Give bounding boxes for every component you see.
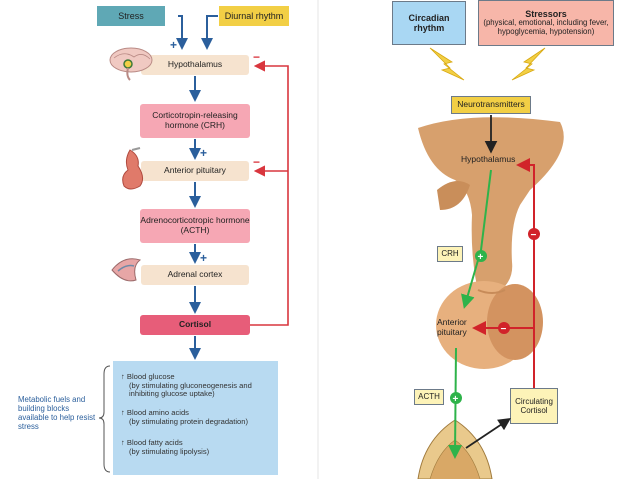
effect-detail: (by stimulating protein degradation) bbox=[129, 416, 249, 426]
anterior-pituitary-label: Anterior pituitary bbox=[164, 165, 226, 176]
lightning-bolt-icon bbox=[511, 47, 546, 81]
minus-sign: − bbox=[501, 324, 507, 335]
circulating-cortisol-label: Circulating Cortisol bbox=[515, 396, 553, 415]
circulating-cortisol-box: Circulating Cortisol bbox=[510, 388, 558, 424]
plus-sign: + bbox=[453, 394, 459, 405]
stress-label: Stress bbox=[118, 10, 144, 21]
plus-sign: + bbox=[200, 146, 207, 160]
acth-label: Adrenocorticotropic hormone (ACTH) bbox=[140, 215, 250, 235]
acth-box: Adrenocorticotropic hormone (ACTH) bbox=[140, 209, 250, 243]
effect-item: ↑ Blood glucose (by stimulating gluconeo… bbox=[121, 372, 273, 399]
effects-brace bbox=[98, 365, 111, 473]
effect-item: ↑ Blood amino acids (by stimulating prot… bbox=[121, 408, 273, 426]
effect-title: ↑ Blood amino acids bbox=[121, 408, 189, 417]
effect-title: ↑ Blood glucose bbox=[121, 372, 175, 381]
stressors-title: Stressors bbox=[525, 8, 567, 19]
lightning-bolt-icon bbox=[429, 47, 465, 81]
neurotransmitters-label: Neurotransmitters bbox=[457, 99, 525, 110]
minus-sign: − bbox=[253, 155, 260, 169]
minus-sign: − bbox=[531, 230, 537, 241]
feedback-line bbox=[250, 60, 289, 326]
effect-detail: (by stimulating lipolysis) bbox=[129, 446, 210, 456]
adrenal-cortex-box: Adrenal cortex bbox=[141, 265, 249, 285]
hypothalamus-box: Hypothalamus bbox=[141, 55, 249, 75]
minus-sign: − bbox=[253, 50, 260, 64]
circadian-rhythm-box: Circadian rhythm bbox=[392, 1, 466, 45]
effect-title: ↑ Blood fatty acids bbox=[121, 438, 183, 447]
right-acth-label: ACTH bbox=[418, 392, 440, 402]
right-crh-label: CRH bbox=[441, 249, 459, 259]
anterior-pituitary-box: Anterior pituitary bbox=[141, 161, 249, 181]
stressors-box: Stressors (physical, emotional, includin… bbox=[478, 0, 614, 46]
right-feedback-line bbox=[516, 158, 535, 388]
adrenal-cortex-label: Adrenal cortex bbox=[167, 269, 223, 280]
hypothalamus-label: Hypothalamus bbox=[167, 59, 223, 70]
minus-circle-icon bbox=[528, 228, 540, 240]
brain-icon bbox=[109, 47, 153, 81]
diurnal-arrow bbox=[201, 15, 218, 50]
plus-sign: + bbox=[200, 251, 207, 265]
plus-circle-icon bbox=[475, 250, 487, 262]
adrenal-icon bbox=[111, 258, 142, 282]
effects-panel: ↑ Blood glucose (by stimulating gluconeo… bbox=[113, 361, 278, 475]
plus-sign: + bbox=[478, 252, 484, 263]
circadian-rhythm-label: Circadian rhythm bbox=[408, 12, 450, 33]
diurnal-rhythm-box: Diurnal rhythm bbox=[219, 6, 289, 26]
crh-label-box: CRH bbox=[437, 246, 463, 262]
cortisol-release-arrow bbox=[465, 418, 511, 449]
crh-box: Corticotropin-releasing hormone (CRH) bbox=[140, 104, 250, 138]
right-hypothalamus-label: Hypothalamus bbox=[461, 154, 515, 164]
effect-item: ↑ Blood fatty acids (by stimulating lipo… bbox=[121, 438, 273, 456]
cortisol-box: Cortisol bbox=[140, 315, 250, 335]
plus-sign: + bbox=[170, 38, 177, 52]
effect-detail: (by stimulating gluconeogenesis and inhi… bbox=[129, 380, 252, 398]
acth-label-box: ACTH bbox=[414, 389, 444, 405]
stress-box: Stress bbox=[97, 6, 165, 26]
plus-circle-icon bbox=[450, 392, 462, 404]
pituitary-icon bbox=[122, 147, 144, 190]
cortisol-label: Cortisol bbox=[178, 319, 212, 330]
stressors-detail: (physical, emotional, including fever, h… bbox=[483, 18, 609, 37]
neurotransmitters-box: Neurotransmitters bbox=[451, 96, 531, 114]
right-anterior-pituitary-label: Anterior pituitary bbox=[437, 317, 467, 337]
minus-circle-icon bbox=[498, 322, 510, 334]
crh-label: Corticotropin-releasing hormone (CRH) bbox=[152, 110, 238, 130]
diurnal-rhythm-label: Diurnal rhythm bbox=[224, 10, 284, 21]
side-note: Metabolic fuels and building blocks avai… bbox=[18, 395, 96, 431]
stress-arrow bbox=[176, 15, 188, 50]
